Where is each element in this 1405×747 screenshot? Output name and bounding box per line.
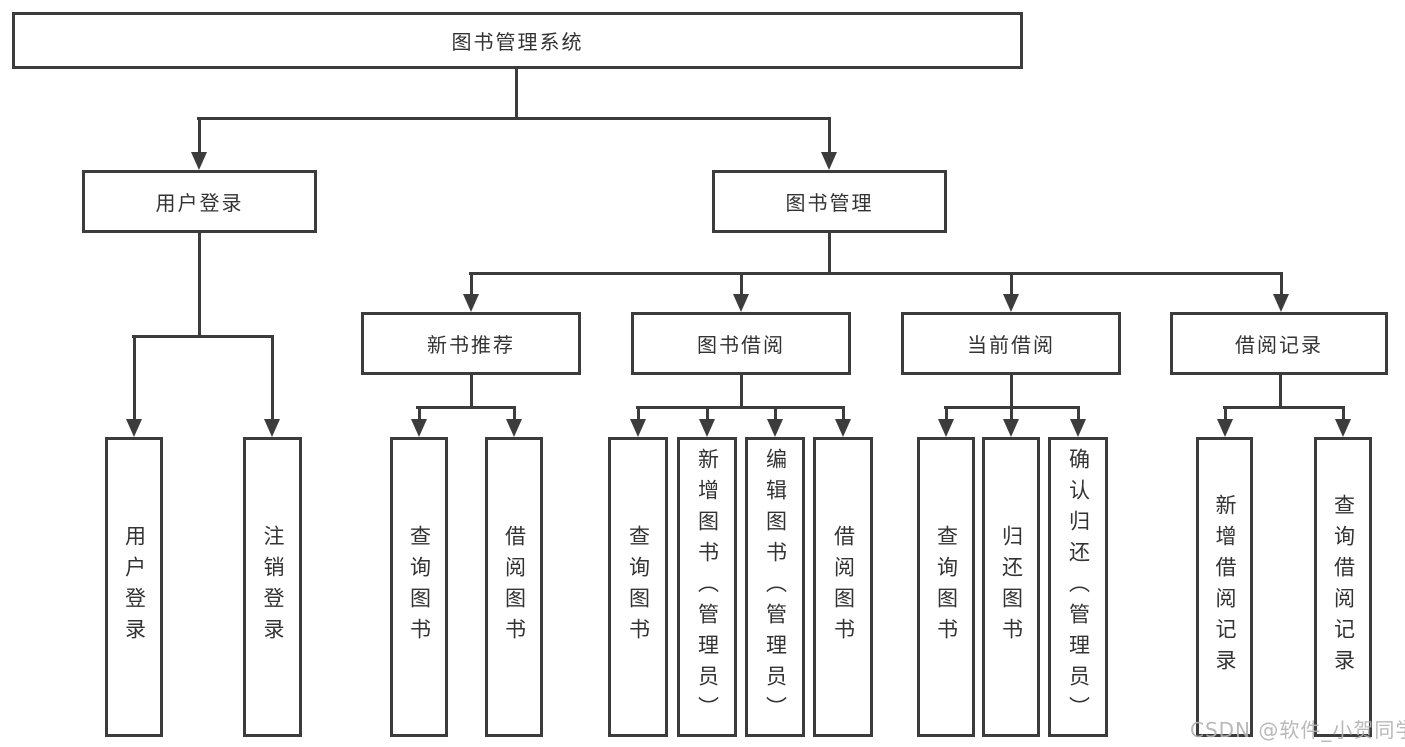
leaf-current-confirm-return-admin: 确认归还（管理员） <box>1048 437 1108 737</box>
arrow-down-icon <box>1217 419 1233 437</box>
connector-line <box>470 375 473 408</box>
node-label: 图书借阅 <box>697 333 785 357</box>
node-user-login: 用户登录 <box>82 170 317 233</box>
arrow-down-icon <box>1273 294 1289 312</box>
node-label: 归还图书 <box>999 525 1024 649</box>
leaf-user-login: 用户登录 <box>105 437 163 737</box>
node-new-book-recommendation: 新书推荐 <box>361 312 581 375</box>
arrow-down-icon <box>767 419 783 437</box>
arrow-down-icon <box>733 294 749 312</box>
arrow-down-icon <box>630 419 646 437</box>
node-label: 用户登录 <box>122 525 147 649</box>
arrow-down-icon <box>191 152 207 170</box>
node-label: 确认归还（管理员） <box>1066 447 1091 727</box>
node-borrowing-records: 借阅记录 <box>1170 312 1388 375</box>
leaf-borrowing-borrow-books: 借阅图书 <box>813 437 873 737</box>
connector-line <box>132 335 274 338</box>
connector-line <box>636 406 845 409</box>
connector-line <box>1077 406 1080 421</box>
leaf-borrowing-query-books: 查询图书 <box>608 437 668 737</box>
connector-line <box>1342 406 1345 421</box>
node-book-management: 图书管理 <box>712 170 947 233</box>
connector-line <box>515 69 518 119</box>
connector-line <box>418 406 421 421</box>
connector-line <box>513 406 516 421</box>
node-label: 用户登录 <box>155 191 244 215</box>
leaf-logout: 注销登录 <box>243 437 302 737</box>
connector-line <box>774 406 777 421</box>
connector-line <box>1280 272 1283 297</box>
leaf-recommend-query-books: 查询图书 <box>390 437 448 737</box>
connector-line <box>1010 272 1013 297</box>
connector-line <box>945 406 948 421</box>
arrow-down-icon <box>699 419 715 437</box>
node-root: 图书管理系统 <box>12 12 1023 69</box>
connector-line <box>706 406 709 421</box>
connector-line <box>416 406 516 409</box>
arrow-down-icon <box>506 419 522 437</box>
leaf-recommend-borrow-books: 借阅图书 <box>485 437 543 737</box>
node-label: 新增图书（管理员） <box>695 447 720 727</box>
node-book-borrowing: 图书借阅 <box>631 312 851 375</box>
leaf-borrowing-add-books-admin: 新增图书（管理员） <box>677 437 737 737</box>
node-label: 图书管理 <box>785 191 874 215</box>
arrow-down-icon <box>411 419 427 437</box>
connector-line <box>740 272 743 297</box>
connector-line <box>197 117 831 120</box>
arrow-down-icon <box>1335 419 1351 437</box>
leaf-current-query-books: 查询图书 <box>917 437 975 737</box>
node-label: 新书推荐 <box>427 333 515 357</box>
node-label: 借阅记录 <box>1235 333 1323 357</box>
node-label: 查询图书 <box>934 525 959 649</box>
node-current-borrowing: 当前借阅 <box>901 312 1121 375</box>
connector-line <box>637 406 640 421</box>
connector-line <box>1010 375 1013 408</box>
arrow-down-icon <box>463 294 479 312</box>
node-label: 编辑图书（管理员） <box>763 447 788 727</box>
node-label: 查询借阅记录 <box>1331 494 1356 680</box>
connector-line <box>1224 406 1227 421</box>
node-label: 当前借阅 <box>967 333 1055 357</box>
arrow-down-icon <box>264 419 280 437</box>
connector-line <box>198 233 201 336</box>
connector-line <box>133 335 136 420</box>
leaf-records-add-borrow-record: 新增借阅记录 <box>1196 437 1253 737</box>
connector-line <box>271 335 274 420</box>
node-label: 新增借阅记录 <box>1213 494 1237 680</box>
leaf-records-query-borrow-record: 查询借阅记录 <box>1314 437 1372 737</box>
node-label: 查询图书 <box>407 525 432 649</box>
connector-line <box>469 272 1283 275</box>
connector-line <box>740 375 743 408</box>
connector-line <box>1279 375 1282 408</box>
arrow-down-icon <box>938 419 954 437</box>
node-label: 图书管理系统 <box>451 30 584 54</box>
arrow-down-icon <box>1003 419 1019 437</box>
node-label: 注销登录 <box>261 525 285 649</box>
connector-line <box>1223 406 1345 409</box>
arrow-down-icon <box>1003 294 1019 312</box>
node-label: 借阅图书 <box>502 525 527 649</box>
csdn-watermark: CSDN @软件_小贺同学 <box>1190 718 1405 742</box>
leaf-borrowing-edit-books-admin: 编辑图书（管理员） <box>745 437 805 737</box>
node-label: 借阅图书 <box>831 525 856 649</box>
connector-line <box>1010 406 1013 421</box>
arrow-down-icon <box>1070 419 1086 437</box>
node-label: 查询图书 <box>626 525 651 649</box>
connector-line <box>470 272 473 297</box>
connector-line <box>842 406 845 421</box>
connector-line <box>828 117 831 153</box>
arrow-down-icon <box>126 419 142 437</box>
connector-line <box>198 117 201 153</box>
connector-line <box>828 233 831 274</box>
arrow-down-icon <box>835 419 851 437</box>
leaf-current-return-books: 归还图书 <box>982 437 1040 737</box>
arrow-down-icon <box>821 152 837 170</box>
